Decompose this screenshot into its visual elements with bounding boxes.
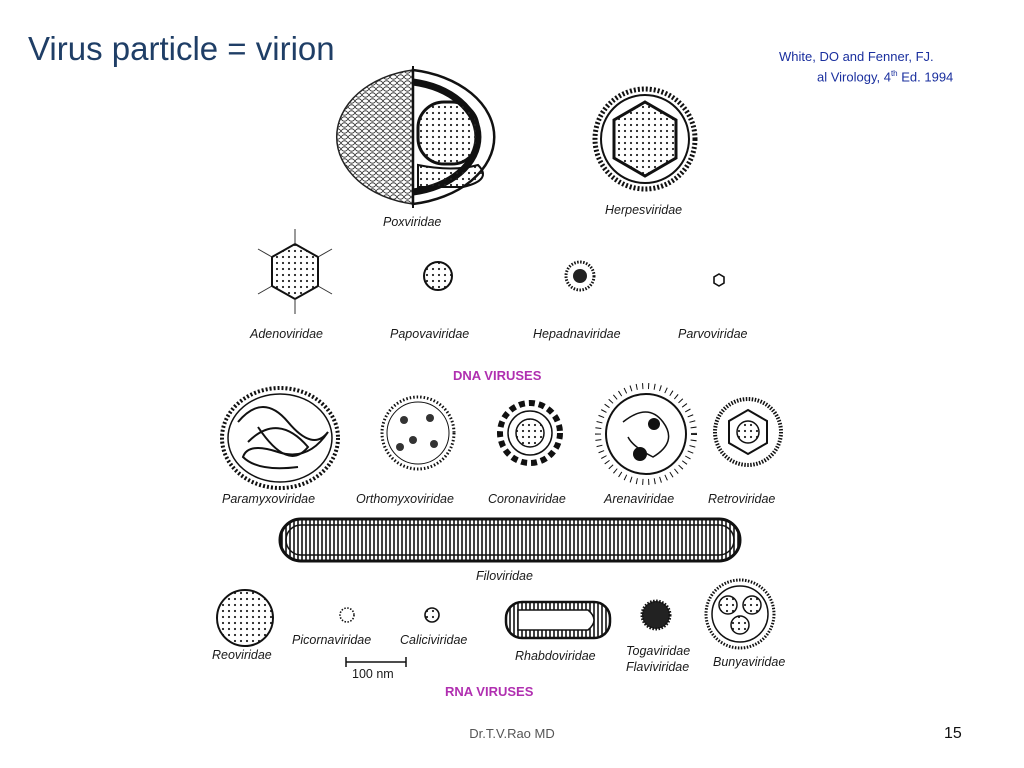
label-herpesviridae: Herpesviridae <box>605 203 682 217</box>
label-togaviridae: Togaviridae <box>626 644 690 658</box>
label-flaviviridae: Flaviviridae <box>626 660 689 674</box>
bunyaviridae-particle <box>704 578 776 650</box>
adenoviridae-particle <box>257 229 333 314</box>
orthomyxoviridae-particle <box>380 395 456 471</box>
page-number: 15 <box>944 725 962 742</box>
label-orthomyxoviridae: Orthomyxoviridae <box>356 492 454 506</box>
label-rhabdoviridae: Rhabdoviridae <box>515 649 596 663</box>
citation-year: Ed. 1994 <box>897 69 954 85</box>
rhabdoviridae-particle <box>504 600 612 640</box>
hepadnaviridae-particle <box>564 260 596 292</box>
label-picornaviridae: Picornaviridae <box>292 633 371 647</box>
herpesviridae-particle <box>592 86 698 192</box>
citation: White, DO and Fenner, FJ. al Virology, 4… <box>779 48 953 85</box>
virus-figure: Poxviridae Herpesviridae Adenoviridae Pa… <box>208 62 814 712</box>
rna-viruses-heading: RNA VIRUSES <box>445 684 534 699</box>
label-retroviridae: Retroviridae <box>708 492 775 506</box>
label-arenaviridae: Arenaviridae <box>603 492 674 506</box>
caliciviridae-particle <box>424 607 440 623</box>
label-reoviridae: Reoviridae <box>212 648 272 662</box>
citation-line-1: White, DO and Fenner, FJ. <box>779 49 934 64</box>
label-bunyaviridae: Bunyaviridae <box>713 655 785 669</box>
poxviridae-particle <box>336 66 496 208</box>
parvoviridae-particle <box>713 273 725 287</box>
label-filoviridae: Filoviridae <box>476 569 533 583</box>
label-poxviridae: Poxviridae <box>383 215 441 229</box>
scale-bar <box>345 657 407 667</box>
citation-line-2: al Virology, 4th Ed. 1994 <box>779 65 953 85</box>
coronaviridae-particle <box>497 400 563 466</box>
label-caliciviridae: Caliciviridae <box>400 633 467 647</box>
picornaviridae-particle <box>339 607 355 623</box>
label-adenoviridae: Adenoviridae <box>249 327 323 341</box>
paramyxoviridae-particle <box>220 386 340 490</box>
label-papovaviridae: Papovaviridae <box>390 327 469 341</box>
arenaviridae-particle <box>595 383 697 485</box>
dna-viruses-heading: DNA VIRUSES <box>453 368 542 383</box>
citation-edition: al Virology, 4 <box>817 69 891 85</box>
papovaviridae-particle <box>423 261 453 291</box>
reoviridae-particle <box>216 589 274 647</box>
filoviridae-particle <box>278 517 742 563</box>
togaviridae-particle <box>640 599 672 631</box>
footer-author: Dr.T.V.Rao MD <box>469 726 555 741</box>
label-coronaviridae: Coronaviridae <box>488 492 566 506</box>
label-parvoviridae: Parvoviridae <box>678 327 748 341</box>
label-hepadnaviridae: Hepadnaviridae <box>533 327 621 341</box>
slide-title: Virus particle = virion <box>28 30 335 67</box>
retroviridae-particle <box>713 397 783 467</box>
label-paramyxoviridae: Paramyxoviridae <box>222 492 315 506</box>
citation-sup: th <box>890 69 898 78</box>
scale-bar-label: 100 nm <box>352 667 394 681</box>
